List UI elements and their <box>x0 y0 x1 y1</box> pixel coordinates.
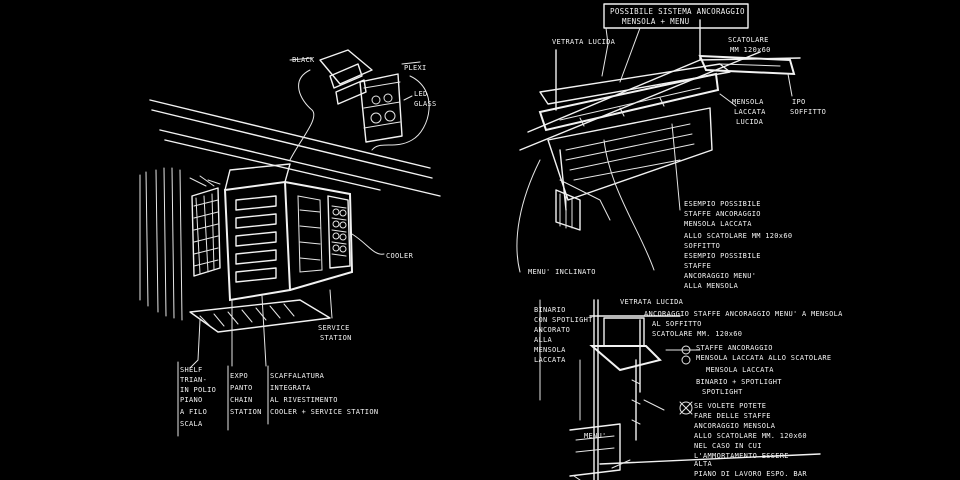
label-ipo: IPO <box>792 98 806 106</box>
label-e1-3: MENSOLA LACCATA <box>684 220 752 228</box>
label-mensola: MENSOLA <box>732 98 764 106</box>
label-b4: ALLA <box>534 336 553 344</box>
label-glass: GLASS <box>414 100 437 108</box>
label-e1-4: ALLO SCATOLARE MM 120x60 <box>684 232 792 240</box>
label-col2-4: STATION <box>230 408 262 416</box>
label-scatolare: SCATOLARE <box>728 36 769 44</box>
left-sketch <box>139 49 441 437</box>
label-f4: ALLO SCATOLARE MM. 120x60 <box>694 432 807 440</box>
label-e1-5: SOFFITTO <box>684 242 720 250</box>
label-e2-3: ANCORAGGIO MENU' <box>684 272 756 280</box>
label-sec-8: SPOTLIGHT <box>702 388 743 396</box>
label-e1-2: STAFFE ANCORAGGIO <box>684 210 761 218</box>
label-col2-1: EXPO <box>230 372 248 380</box>
label-f8: PIANO DI LAVORO ESPO. BAR <box>694 470 807 478</box>
label-e2-4: ALLA MENSOLA <box>684 282 739 290</box>
label-vetrata: VETRATA LUCIDA <box>552 38 616 46</box>
label-b6: LACCATA <box>534 356 566 364</box>
label-b2: CON SPOTLIGHT <box>534 316 593 324</box>
label-sec-2: AL SOFFITTO <box>652 320 702 328</box>
label-plexi: PLEXI <box>404 64 427 72</box>
label-col1-5: A FILO <box>180 408 207 416</box>
label-col3-3: AL RIVESTIMENTO <box>270 396 338 404</box>
label-lucida: LUCIDA <box>736 118 764 126</box>
label-col1-6: SCALA <box>180 420 203 428</box>
label-title-2: MENSOLA + MENU <box>622 17 689 26</box>
label-laccata: LACCATA <box>734 108 766 116</box>
label-scatolare-size: MM 120x60 <box>730 46 771 54</box>
label-b5: MENSOLA <box>534 346 566 354</box>
label-col3-4: COOLER + SERVICE STATION <box>270 408 378 416</box>
label-e2-2: STAFFE <box>684 262 711 270</box>
label-f3: ANCORAGGIO MENSOLA <box>694 422 776 430</box>
label-sec-5: MENSOLA LACCATA ALLO SCATOLARE <box>696 354 831 362</box>
label-menu-inclinato: MENU' INCLINATO <box>528 268 596 276</box>
label-e1-1: ESEMPIO POSSIBILE <box>684 200 761 208</box>
label-f6: L'AMMORTAMENTO ESSERE <box>694 452 789 460</box>
label-sec-vetrata: VETRATA LUCIDA <box>620 298 684 306</box>
label-sec-3: SCATOLARE MM. 120x60 <box>652 330 742 338</box>
label-col2-2: PANTO <box>230 384 253 392</box>
label-soffitto: SOFFITTO <box>790 108 826 116</box>
label-e2-1: ESEMPIO POSSIBILE <box>684 252 761 260</box>
label-sec-1: ANCORAGGIO STAFFE ANCORAGGIO MENU' A MEN… <box>644 310 843 318</box>
label-cooler: COOLER <box>386 252 414 260</box>
label-service: SERVICE <box>318 324 350 332</box>
label-title-1: POSSIBILE SISTEMA ANCORAGGIO <box>610 7 745 16</box>
label-col2-3: CHAIN <box>230 396 253 404</box>
label-sec-7: BINARIO + SPOTLIGHT <box>696 378 782 386</box>
label-col3-2: INTEGRATA <box>270 384 311 392</box>
label-f5: NEL CASO IN CUI <box>694 442 762 450</box>
label-col1-4: PIANO <box>180 396 203 404</box>
label-col1-3: IN POLIO <box>180 386 216 394</box>
label-col1-1: SHELF <box>180 366 203 374</box>
label-b3: ANCORATO <box>534 326 570 334</box>
label-f2: FARE DELLE STAFFE <box>694 412 771 420</box>
label-col3-1: SCAFFALATURA <box>270 372 325 380</box>
label-b1: BINARIO <box>534 306 566 314</box>
label-f1: SE VOLETE POTETE <box>694 402 766 410</box>
label-col1-2: TRIAN- <box>180 376 207 384</box>
label-black: BLACK <box>292 56 315 64</box>
label-sec-4: STAFFE ANCORAGGIO <box>696 344 773 352</box>
label-station: STATION <box>320 334 352 342</box>
right-sketch <box>516 3 821 480</box>
label-sec-6: MENSOLA LACCATA <box>706 366 774 374</box>
label-menu: MENU' <box>584 432 607 440</box>
label-led: LED <box>414 90 428 98</box>
label-f7: ALTA <box>694 460 713 468</box>
